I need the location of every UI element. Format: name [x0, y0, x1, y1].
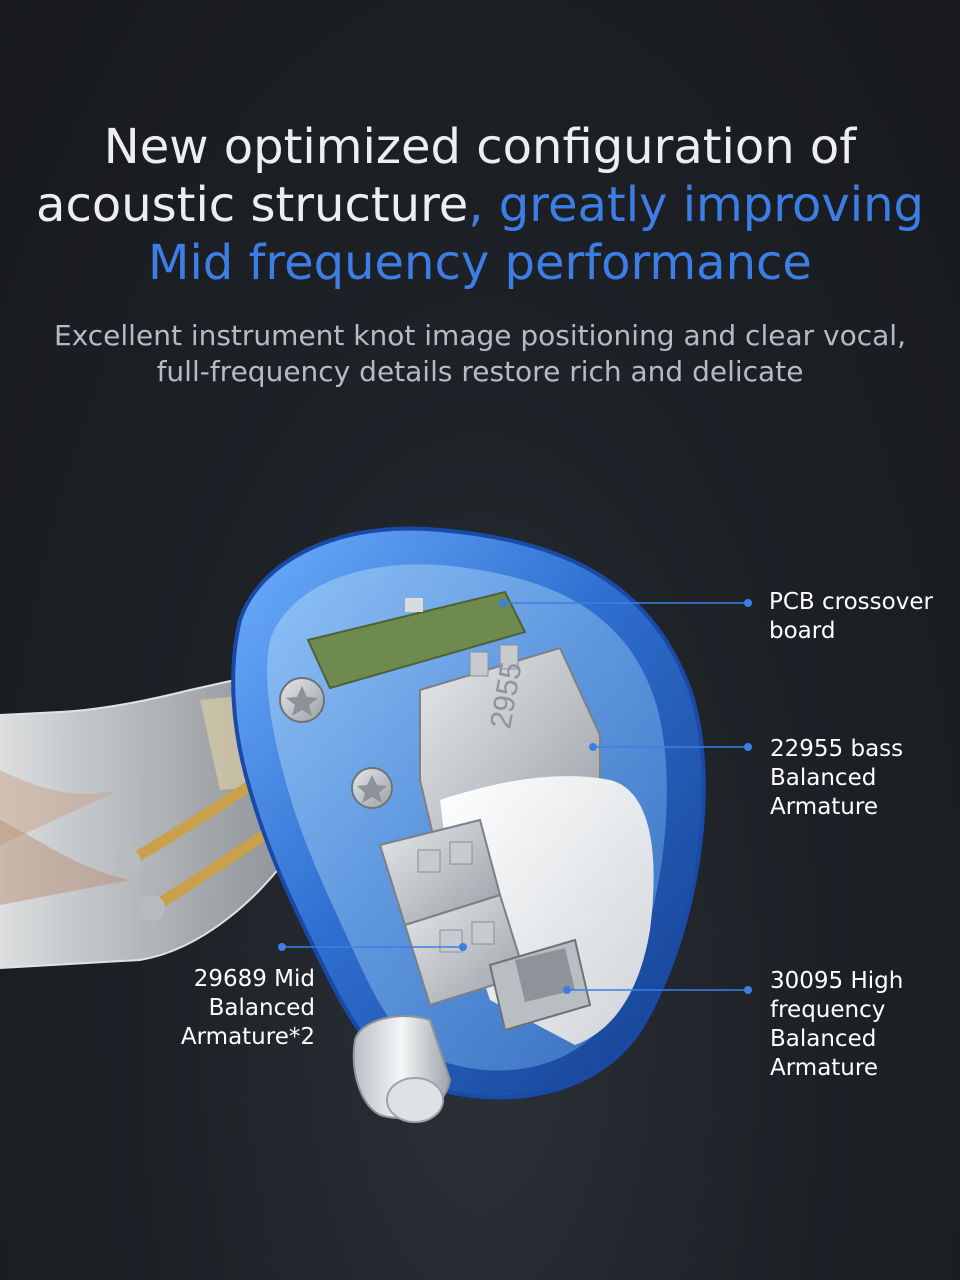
- callout-high-line-3: Balanced: [770, 1026, 877, 1052]
- callout-bass-line-1: 22955 bass: [770, 736, 904, 762]
- callout-bass: 22955 bass Balanced Armature: [770, 735, 903, 822]
- callout-mid-line-3: Armature*2: [180, 1024, 315, 1050]
- callout-bass-line-3: Armature: [770, 794, 878, 820]
- callout-high-line-1: 30095 High: [770, 968, 904, 994]
- high-driver: [488, 938, 592, 1032]
- callout-mid-line-1: 29689 Mid: [193, 966, 315, 992]
- callout-mid: 29689 Mid Balanced Armature*2: [140, 965, 315, 1052]
- callout-mid-line-2: Balanced: [208, 995, 315, 1021]
- callout-high-line-2: frequency: [770, 997, 886, 1023]
- callout-bass-line-2: Balanced: [770, 765, 877, 791]
- nozzle: [352, 1015, 452, 1123]
- headline-line-3: Mid frequency performance: [148, 235, 812, 291]
- page-title: New optimized configuration of acoustic …: [0, 118, 960, 292]
- headline-line-1: New optimized configuration of: [103, 119, 857, 175]
- headline-line-2-plain: acoustic structure: [36, 177, 469, 233]
- callout-lines: [278, 599, 752, 994]
- subtitle-line-1: Excellent instrument knot image position…: [54, 319, 906, 352]
- callout-pcb-line-2: board: [769, 618, 836, 644]
- pcb-board: [306, 590, 527, 690]
- callout-pcb-line-1: PCB crossover: [769, 589, 933, 615]
- callout-high: 30095 High frequency Balanced Armature: [770, 967, 903, 1083]
- subtitle: Excellent instrument knot image position…: [0, 318, 960, 390]
- screws: [279, 677, 393, 809]
- headline-line-2-accent: , greatly improving: [468, 177, 924, 233]
- subtitle-line-2: full-frequency details restore rich and …: [156, 355, 804, 388]
- callout-pcb: PCB crossover board: [769, 588, 933, 646]
- headline-line-2: acoustic structure, greatly improving: [0, 176, 960, 234]
- callout-high-line-4: Armature: [770, 1055, 878, 1081]
